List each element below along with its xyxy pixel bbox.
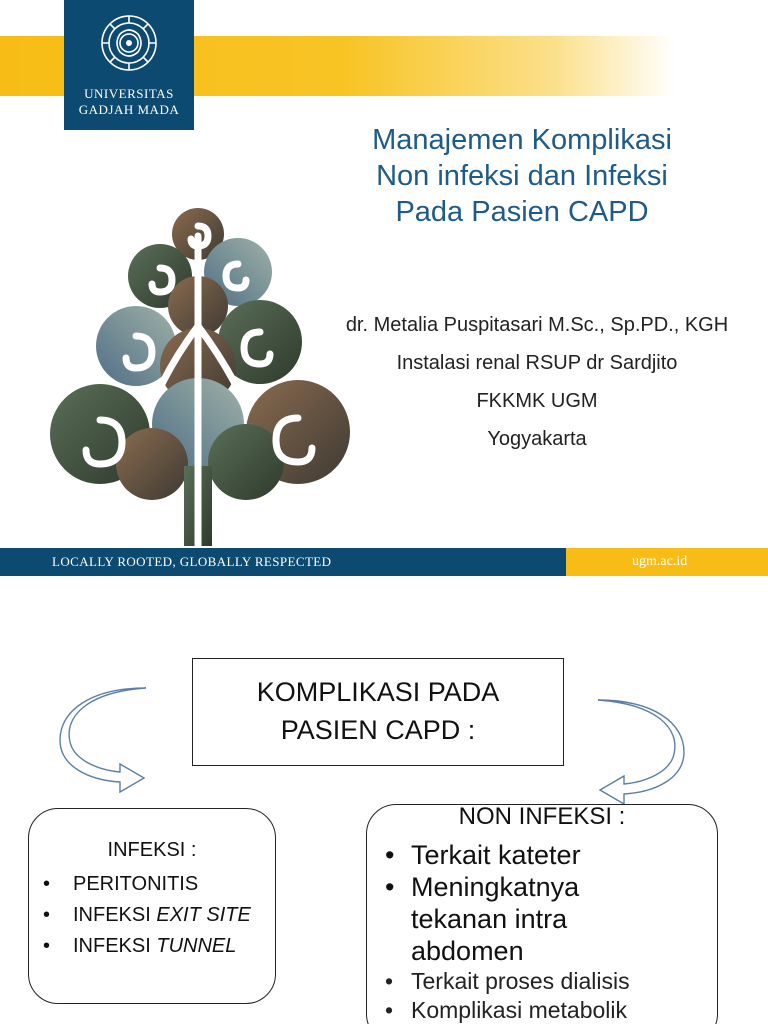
- logo-text-line2: GADJAH MADA: [78, 102, 180, 117]
- info-line: FKKMK UGM: [476, 390, 598, 412]
- non-infeksi-heading: NON INFEKSI :: [458, 803, 626, 830]
- bullet: •: [43, 904, 51, 926]
- item-text: Terkait kateter: [411, 840, 581, 870]
- list-item: • Meningkatnya tekanan intra abdomen: [385, 871, 630, 967]
- item-text: tekanan intra: [411, 904, 568, 934]
- title-line: Non infeksi dan Infeksi: [376, 160, 668, 192]
- main-topic-line: PASIEN CAPD :: [280, 715, 476, 745]
- item-text: Komplikasi metabolik: [411, 997, 628, 1023]
- main-topic-line: KOMPLIKASI PADA: [256, 677, 500, 707]
- non-infeksi-list: • Terkait kateter • Meningkatnya tekanan…: [385, 839, 630, 1024]
- item-text: Terkait proses dialisis: [411, 968, 630, 994]
- ugm-logo: UNIVERSITAS GADJAH MADA: [64, 0, 194, 130]
- title-line: Pada Pasien CAPD: [395, 196, 649, 228]
- bullet: •: [43, 935, 51, 957]
- non-infeksi-box: NON INFEKSI : • Terkait kateter • Mening…: [366, 803, 718, 1024]
- item-text: PERITONITIS: [73, 873, 199, 895]
- bullet: •: [385, 872, 395, 902]
- item-text: abdomen: [411, 936, 524, 966]
- item-text-italic: TUNNEL: [156, 935, 237, 957]
- bullet: •: [385, 968, 394, 994]
- infeksi-heading: INFEKSI :: [107, 839, 197, 861]
- footer-tagline: LOCALLY ROOTED, GLOBALLY RESPECTED: [52, 554, 332, 569]
- infeksi-list: • PERITONITIS • INFEKSI EXIT SITE • INFE…: [43, 869, 251, 962]
- list-item: • Komplikasi metabolik: [385, 996, 630, 1024]
- logo-text-line1: UNIVERSITAS: [84, 86, 174, 101]
- slide-footer: LOCALLY ROOTED, GLOBALLY RESPECTED ugm.a…: [0, 548, 768, 576]
- footer-navy-bar: LOCALLY ROOTED, GLOBALLY RESPECTED: [0, 548, 566, 576]
- item-text-italic: EXIT SITE: [156, 904, 251, 926]
- footer-site-link[interactable]: ugm.ac.id: [632, 554, 688, 569]
- ugm-emblem-icon: [101, 15, 157, 71]
- info-line: dr. Metalia Puspitasari M.Sc., Sp.PD., K…: [345, 314, 729, 336]
- item-text: INFEKSI: [73, 935, 157, 957]
- info-line: Yogyakarta: [487, 428, 587, 450]
- bullet: •: [43, 873, 51, 895]
- list-item: • Terkait proses dialisis: [385, 967, 630, 996]
- presenter-info: dr. Metalia Puspitasari M.Sc., Sp.PD., K…: [310, 306, 764, 458]
- tree-collage-icon: [50, 208, 350, 546]
- list-item: • INFEKSI EXIT SITE: [43, 900, 251, 931]
- infeksi-box: INFEKSI : • PERITONITIS • INFEKSI EXIT S…: [28, 808, 276, 1004]
- main-topic-box: KOMPLIKASI PADA PASIEN CAPD :: [192, 658, 564, 766]
- curved-arrow-left-icon: [59, 687, 147, 794]
- slide-title: Manajemen Komplikasi Non infeksi dan Inf…: [320, 122, 724, 230]
- bullet: •: [385, 840, 395, 870]
- info-line: Instalasi renal RSUP dr Sardjito: [396, 352, 678, 374]
- title-slide: UNIVERSITAS GADJAH MADA Manajemen Kompli…: [0, 0, 768, 578]
- footer-gold-bar: ugm.ac.id: [566, 548, 768, 576]
- item-text: INFEKSI: [73, 904, 157, 926]
- list-item: • Terkait kateter: [385, 839, 630, 871]
- bullet: •: [385, 997, 394, 1023]
- list-item: • PERITONITIS: [43, 869, 251, 900]
- curved-arrow-right-icon: [597, 699, 685, 806]
- title-line: Manajemen Komplikasi: [372, 124, 672, 156]
- item-text: Meningkatnya: [411, 872, 580, 902]
- content-slide: KOMPLIKASI PADA PASIEN CAPD : INFEKSI : …: [0, 616, 768, 1024]
- list-item: • INFEKSI TUNNEL: [43, 931, 251, 962]
